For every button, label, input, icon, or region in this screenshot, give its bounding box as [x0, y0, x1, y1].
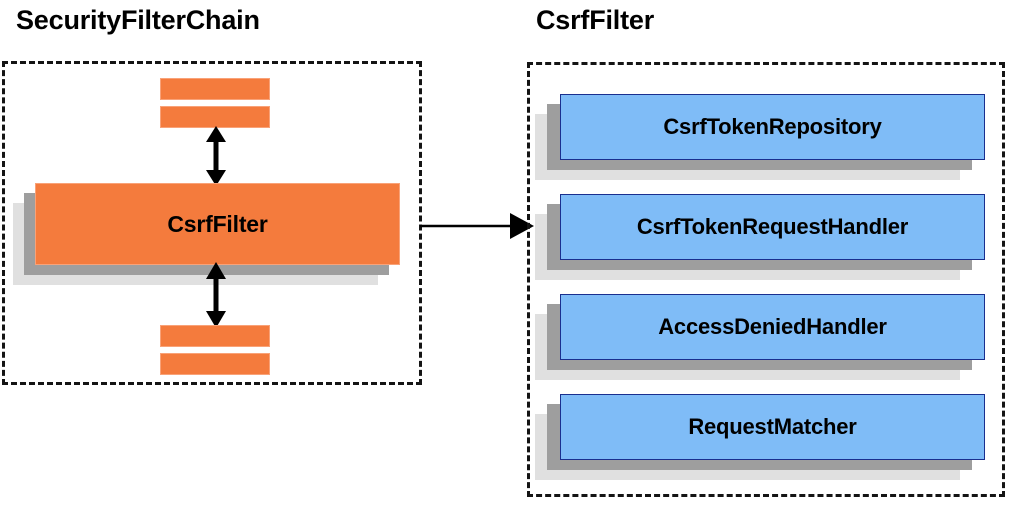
card-label: AccessDeniedHandler	[658, 314, 887, 339]
double-headed-arrow-icon-lower	[206, 262, 226, 328]
collaborator-card-csrf-token-request-handler[interactable]: CsrfTokenRequestHandler	[535, 194, 985, 280]
double-headed-arrow-icon-upper	[206, 126, 226, 186]
card-label: CsrfFilter	[167, 210, 268, 237]
security-filter-chain-container	[2, 61, 422, 385]
card-face: CsrfFilter	[35, 183, 400, 265]
filter-chain-stub-bar	[160, 325, 270, 347]
csrf-filter-container	[527, 62, 1005, 497]
card-face: RequestMatcher	[560, 394, 985, 460]
card-label: RequestMatcher	[688, 414, 857, 439]
filter-chain-stub-bar	[160, 353, 270, 375]
panel-title-csrf-filter: CsrfFilter	[536, 5, 655, 35]
collaborator-card-csrf-token-repository[interactable]: CsrfTokenRepository	[535, 94, 985, 180]
collaborator-card-access-denied-handler[interactable]: AccessDeniedHandler	[535, 294, 985, 380]
panel-title-security-filter-chain: SecurityFilterChain	[16, 5, 260, 35]
csrf-filter-component-card[interactable]: CsrfFilter	[13, 183, 400, 285]
card-label: CsrfTokenRepository	[663, 114, 882, 139]
card-face: AccessDeniedHandler	[560, 294, 985, 360]
filter-chain-stub-bar	[160, 106, 270, 128]
filter-chain-stub-bar	[160, 78, 270, 100]
card-face: CsrfTokenRequestHandler	[560, 194, 985, 260]
card-face: CsrfTokenRepository	[560, 94, 985, 160]
connector-arrow-icon	[420, 213, 534, 239]
card-label: CsrfTokenRequestHandler	[636, 214, 909, 239]
collaborator-card-request-matcher[interactable]: RequestMatcher	[535, 394, 985, 480]
